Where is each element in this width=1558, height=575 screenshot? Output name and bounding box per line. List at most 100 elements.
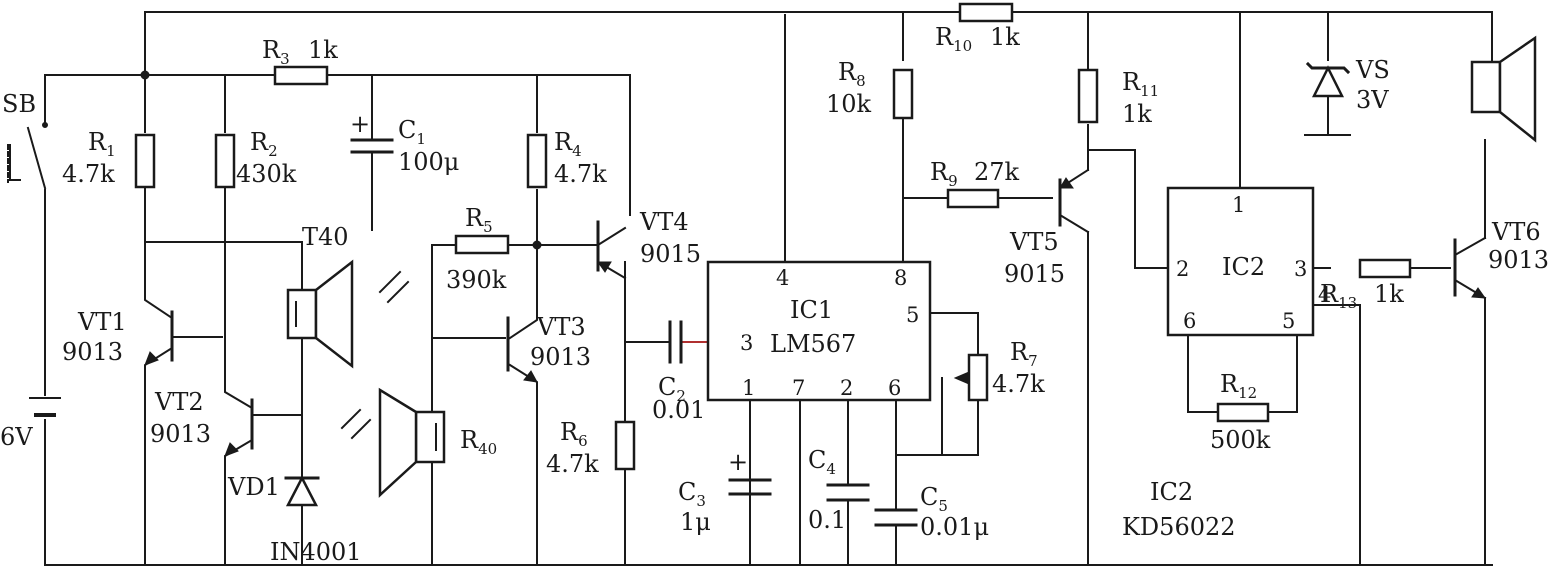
resistor-r9 <box>946 188 1000 209</box>
vt2-part: 9013 <box>150 420 211 448</box>
transistor-vt2 <box>224 398 254 457</box>
r11-value: 1k <box>1122 100 1152 128</box>
r9-name: R9 <box>930 158 958 190</box>
zener-vs <box>1305 61 1351 98</box>
resistor-r1 <box>134 133 156 189</box>
resistor-r12 <box>1216 402 1270 423</box>
transistor-vt4 <box>596 220 612 273</box>
capacitor-c4 <box>826 483 870 502</box>
c3-value: 1μ <box>680 508 711 536</box>
r1-name: R1 <box>88 128 116 160</box>
vt4-part: 9015 <box>640 240 701 268</box>
c1-plus: + <box>350 110 370 138</box>
r9-value: 27k <box>974 158 1020 186</box>
vs-name: VS <box>1355 56 1390 84</box>
vt3-name: VT3 <box>536 313 586 341</box>
ic2-caption-part: KD56022 <box>1122 513 1236 541</box>
r8-name: R8 <box>838 58 866 90</box>
ic2-pin4: 4 <box>1318 283 1331 307</box>
ic1-pin4: 4 <box>776 266 789 290</box>
c3-name: C3 <box>678 478 706 510</box>
ic2-name: IC2 <box>1222 253 1265 281</box>
resistor-r3 <box>273 65 329 86</box>
r7-value: 4.7k <box>992 370 1045 398</box>
vt5-part: 9015 <box>1004 260 1065 288</box>
ic2-caption-name: IC2 <box>1150 478 1193 506</box>
transducer-t40 <box>286 259 354 369</box>
vt3-part: 9013 <box>530 343 591 371</box>
c1-name: C1 <box>398 116 426 148</box>
resistor-r2 <box>214 133 236 189</box>
ic1-pin6: 6 <box>888 376 901 400</box>
ic2-pin3: 3 <box>1294 257 1307 281</box>
r2-name: R2 <box>250 128 278 160</box>
r7-name: R7 <box>1010 338 1038 370</box>
r4-name: R4 <box>554 128 582 160</box>
r1-value: 4.7k <box>62 160 115 188</box>
diode-vd1 <box>284 475 320 507</box>
resistor-r10 <box>958 2 1014 23</box>
r10-name: R10 <box>935 23 972 55</box>
transducer-r40 <box>378 387 446 498</box>
labels: SB 6V R1 4.7k R2 430k R3 1k C1 100μ + R4… <box>0 23 1549 566</box>
wires <box>9 11 1493 566</box>
ic1-pin7: 7 <box>792 376 805 400</box>
c3-plus: + <box>728 448 748 476</box>
c2-name: C2 <box>658 373 686 405</box>
resistor-r8 <box>892 68 914 120</box>
resistor-r11 <box>1077 68 1099 124</box>
resistor-r7 <box>967 353 989 402</box>
ic1-pin5: 5 <box>906 303 919 327</box>
r5-value: 390k <box>446 266 507 294</box>
r40-name: R40 <box>460 426 497 458</box>
capacitor-c2 <box>668 320 683 364</box>
transistor-vt3 <box>506 316 538 383</box>
battery-6v <box>29 397 61 417</box>
c5-value: 0.01μ <box>920 513 989 541</box>
c2-value: 0.01 <box>652 396 705 424</box>
capacitor-c1 <box>350 138 394 154</box>
resistor-r13 <box>1358 258 1412 279</box>
ic1-pin1: 1 <box>742 376 755 400</box>
ic1-pin3: 3 <box>740 331 753 355</box>
resistor-r7-wiper <box>953 371 970 385</box>
r3-name: R3 <box>262 36 290 68</box>
transistor-vt1 <box>144 310 174 366</box>
r12-name: R12 <box>1220 370 1257 402</box>
ic2-pin2: 2 <box>1176 257 1189 281</box>
r4-value: 4.7k <box>554 160 607 188</box>
c1-value: 100μ <box>398 148 459 176</box>
r5-name: R5 <box>465 204 493 236</box>
r8-value: 10k <box>826 90 872 118</box>
vt4-name: VT4 <box>639 208 689 236</box>
vt5-name: VT5 <box>1009 228 1059 256</box>
resistor-r4 <box>526 133 548 189</box>
ic1-part: LM567 <box>770 330 856 358</box>
c5-name: C5 <box>920 483 948 515</box>
resistor-r6 <box>614 420 636 471</box>
capacitor-c5 <box>874 508 918 527</box>
switch-sb <box>7 122 48 190</box>
r13-value: 1k <box>1374 280 1404 308</box>
vd1-part: IN4001 <box>270 538 362 566</box>
r6-name: R6 <box>560 418 588 450</box>
transistor-vt6 <box>1453 238 1487 299</box>
r12-value: 500k <box>1210 426 1271 454</box>
battery-label: 6V <box>0 423 33 451</box>
speaker-icon <box>1470 35 1537 143</box>
transistor-vt5 <box>1058 177 1074 227</box>
vt6-name: VT6 <box>1491 218 1541 246</box>
ic1-name: IC1 <box>790 296 833 324</box>
resistor-r5 <box>454 234 510 255</box>
vt2-name: VT2 <box>154 388 204 416</box>
vs-value: 3V <box>1356 86 1389 114</box>
ic2-pin5: 5 <box>1282 309 1295 333</box>
r11-name: R11 <box>1122 68 1159 100</box>
r2-value: 430k <box>236 160 297 188</box>
ic1-pin2: 2 <box>840 376 853 400</box>
ic1-pin8: 8 <box>894 266 907 290</box>
capacitor-c3 <box>728 478 772 496</box>
junctions <box>140 70 542 250</box>
ultrasonic-waves-icon <box>340 270 410 440</box>
